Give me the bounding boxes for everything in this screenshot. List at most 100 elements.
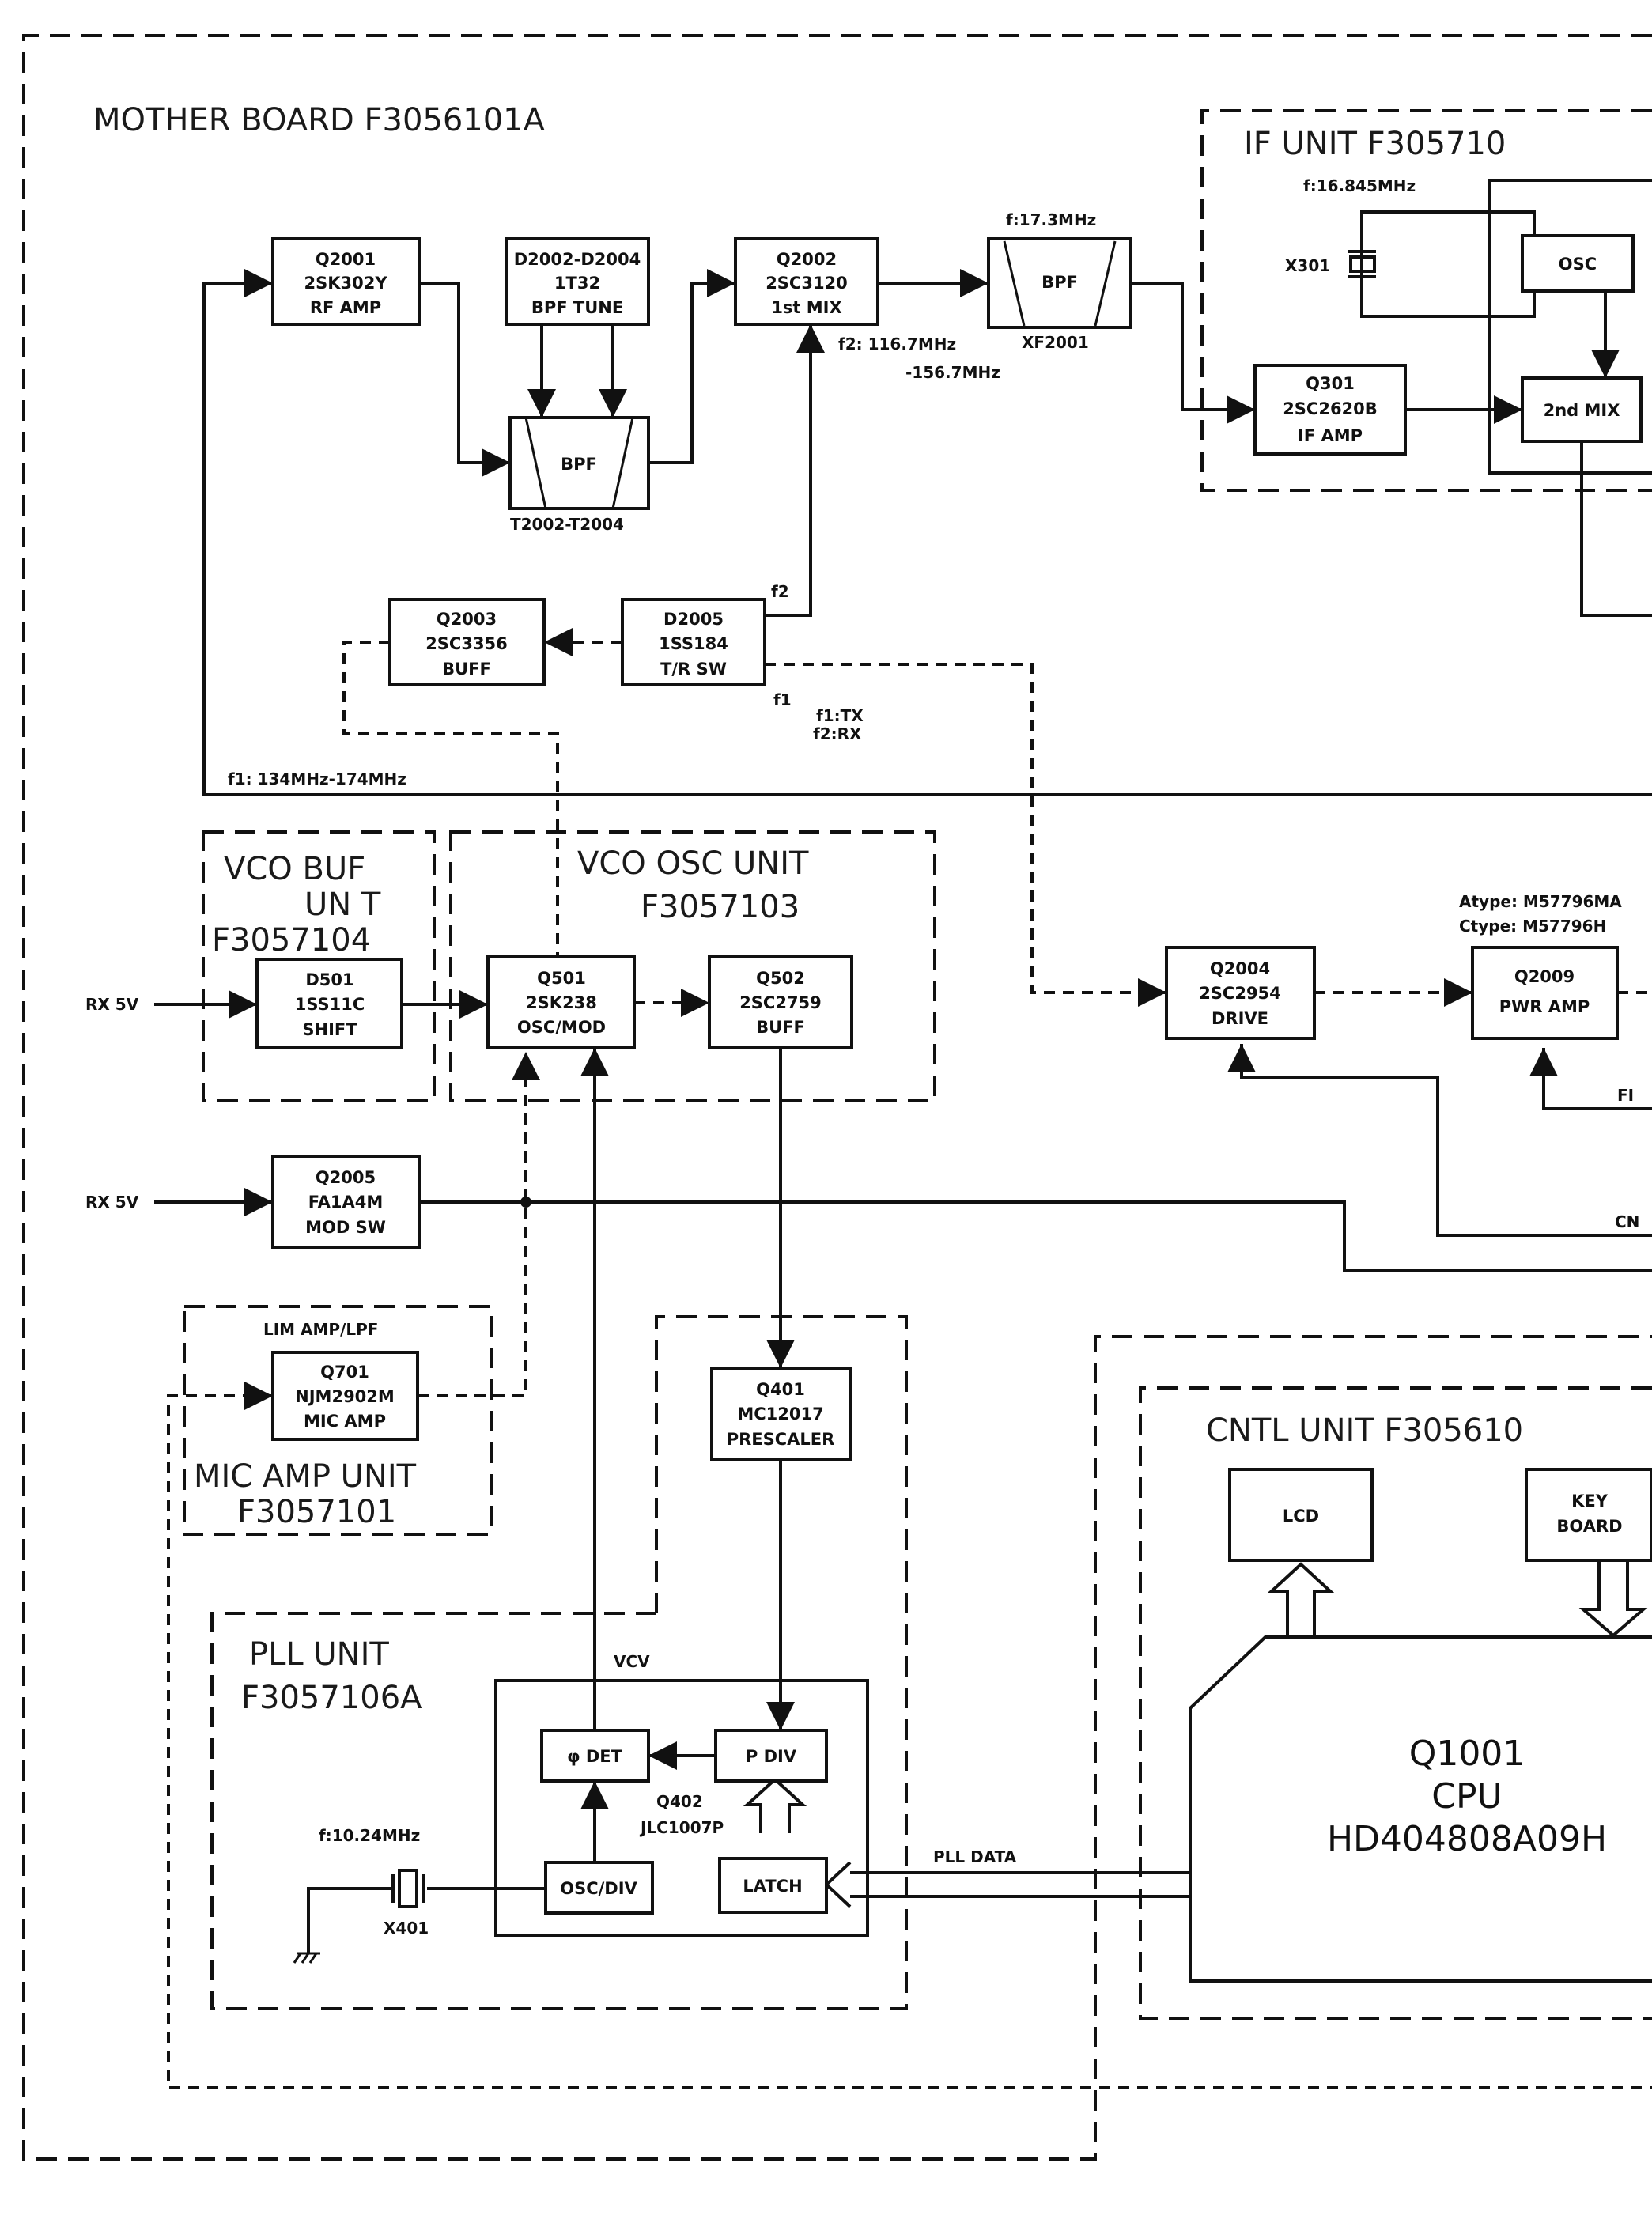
- lcd-block: [1228, 1468, 1374, 1562]
- d2005-line3: T/R SW: [660, 660, 727, 679]
- q2005-line1: Q2005: [316, 1168, 376, 1187]
- mic-amp-title-1: MIC AMP UNIT: [194, 1458, 417, 1495]
- q2003-to-q501: [342, 641, 559, 957]
- mic-amp-unit-frame: [183, 1305, 493, 1536]
- vco-osc-title-2: F3057103: [641, 889, 800, 925]
- q2003-line1: Q2003: [437, 610, 497, 629]
- q701-to-q501: [418, 1052, 540, 1397]
- q401-line3: PRESCALER: [727, 1430, 835, 1449]
- q2001-to-bpf: [419, 282, 510, 477]
- q501-line3: OSC/MOD: [517, 1018, 606, 1037]
- if-osc-freq: f:16.845MHz: [1303, 176, 1416, 195]
- q301-line1: Q301: [1306, 374, 1355, 393]
- q701-line3: MIC AMP: [304, 1412, 386, 1431]
- bpf1-label: BPF: [561, 455, 597, 474]
- x301-wiring: [1360, 210, 1536, 318]
- q701-line2: NJM2902M: [295, 1387, 395, 1406]
- pll-unit-frame: [210, 1315, 908, 2010]
- rx5v-label-a: RX 5V: [85, 995, 139, 1014]
- q502-line2: 2SC2759: [739, 993, 822, 1012]
- q501-line2: 2SK238: [526, 993, 597, 1012]
- q301-line3: IF AMP: [1298, 426, 1363, 445]
- q502-line1: Q502: [756, 969, 805, 988]
- d501-line1: D501: [305, 970, 353, 989]
- oscdiv-block: [544, 1861, 654, 1915]
- fi-label: FI: [1617, 1086, 1634, 1105]
- q401-block: [710, 1367, 852, 1461]
- bpf-to-q2002: [648, 269, 735, 464]
- oscdiv-label: OSC/DIV: [560, 1879, 637, 1898]
- q402-line1: Q402: [656, 1792, 703, 1811]
- d501-line3: SHIFT: [302, 1020, 357, 1039]
- q2009-block: [1471, 946, 1619, 1040]
- q701-line1: Q701: [320, 1363, 369, 1382]
- cpu-line2: CPU: [1431, 1776, 1502, 1817]
- xf2001-bpf-label: BPF: [1041, 273, 1078, 292]
- d2005-block: [621, 598, 766, 686]
- q2001-line1: Q2001: [316, 250, 376, 269]
- cnt-label: CN: [1615, 1212, 1639, 1231]
- ground-icon: [293, 1952, 320, 1964]
- q2005-block: [271, 1155, 421, 1249]
- pll-data-bus: [743, 1562, 1648, 1908]
- ctype-label: Ctype: M57796H: [1459, 917, 1606, 936]
- f1-range-label: f1: 134MHz-174MHz: [228, 769, 406, 788]
- mother-board-frame: [22, 34, 1652, 2161]
- q2009-line2: PWR AMP: [1499, 997, 1590, 1016]
- pll-inner-box: [494, 1679, 869, 1937]
- q2003-line3: BUFF: [442, 660, 491, 679]
- q2001-block: [271, 237, 421, 326]
- pll-data-label: PLL DATA: [933, 1847, 1017, 1866]
- osc-block: [1521, 234, 1635, 293]
- cntl-unit-title: CNTL UNIT F305610: [1206, 1412, 1523, 1449]
- rx5v-label-b: RX 5V: [85, 1193, 139, 1212]
- d2002-line2: 1T32: [554, 274, 600, 293]
- vcv-label: VCV: [614, 1652, 650, 1671]
- mix2-label: 2nd MIX: [1544, 401, 1620, 420]
- vco-buf-title-2: UN T: [304, 887, 381, 923]
- cpu-line1: Q1001: [1409, 1734, 1525, 1774]
- det-label: φ DET: [567, 1747, 623, 1766]
- d501-line2: 1SS11C: [295, 995, 365, 1014]
- q2002-line1: Q2002: [777, 250, 837, 269]
- junction-dot: [520, 1197, 531, 1208]
- vco-buf-title-3: F3057104: [212, 922, 371, 958]
- x301-label: X301: [1285, 256, 1330, 275]
- x401-wiring: [307, 1887, 391, 1953]
- vco-osc-title-1: VCO OSC UNIT: [577, 845, 809, 882]
- vco-buf-unit-frame: [202, 830, 436, 1102]
- q401-line1: Q401: [756, 1380, 805, 1399]
- q301-line2: 2SC2620B: [1283, 399, 1378, 418]
- q502-block: [708, 955, 853, 1049]
- d2002-line1: D2002-D2004: [514, 250, 641, 269]
- keyboard-block: [1525, 1468, 1652, 1562]
- q2009-line1: Q2009: [1514, 967, 1575, 986]
- xf2001-label: XF2001: [1022, 333, 1089, 352]
- xf-freq: f:17.3MHz: [1006, 210, 1096, 229]
- mic-amp-title-2: F3057101: [237, 1494, 396, 1530]
- q2003-line2: 2SC3356: [425, 634, 508, 653]
- q2009-feed: [1529, 1048, 1652, 1110]
- q501-line1: Q501: [537, 969, 586, 988]
- mother-board-title: MOTHER BOARD F3056101A: [93, 102, 546, 138]
- q2002-block: [734, 237, 879, 326]
- f2-label: f2: [771, 582, 789, 601]
- d2005-to-q2004: [765, 663, 1166, 1007]
- t2002-label: T2002-T2004: [510, 515, 624, 534]
- q2004-ctrl: [1227, 1044, 1652, 1237]
- cpu-outline: [1189, 1635, 1652, 1983]
- keyboard-line2: BOARD: [1556, 1517, 1622, 1536]
- cntl-unit-frame: [1139, 1386, 1652, 2020]
- vco-osc-unit-frame: [449, 830, 936, 1102]
- q2001-line2: 2SK302Y: [304, 274, 387, 293]
- x401-crystal-icon: [391, 1869, 425, 1908]
- osc-label: OSC: [1559, 255, 1597, 274]
- atype-label: Atype: M57796MA: [1459, 892, 1622, 911]
- d501-block: [255, 958, 403, 1049]
- x401-freq: f:10.24MHz: [319, 1826, 420, 1845]
- pll-unit-title-1: PLL UNIT: [249, 1636, 389, 1673]
- latch-block: [718, 1857, 828, 1914]
- q701-block: [271, 1351, 419, 1441]
- d2002-line3: BPF TUNE: [531, 298, 623, 317]
